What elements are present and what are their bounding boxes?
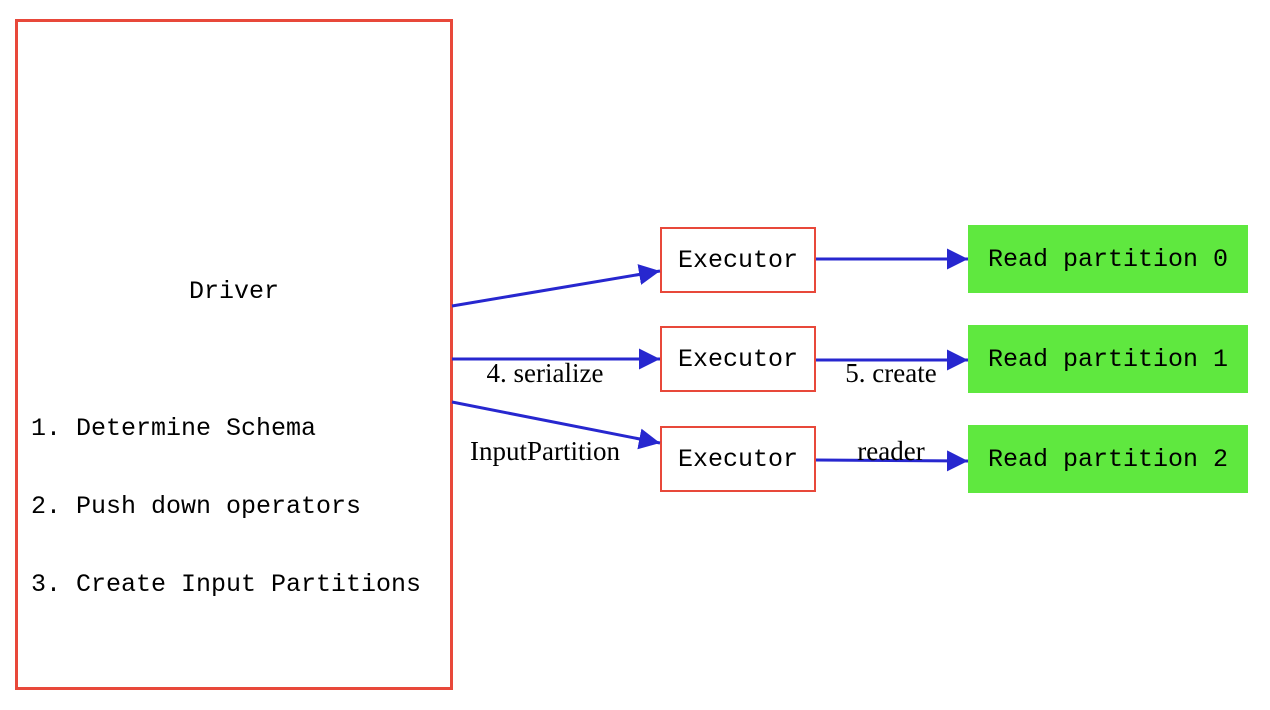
driver-title: Driver bbox=[188, 277, 279, 306]
executor-box-1: Executor bbox=[660, 326, 816, 392]
driver-step-2: 2. Push down operators bbox=[31, 492, 362, 521]
read-partition-box-1: Read partition 1 bbox=[968, 325, 1248, 393]
label-create-reader: 5. create reader bbox=[791, 308, 991, 516]
read-partition-box-0: Read partition 0 bbox=[968, 225, 1248, 293]
read-partition-label-0: Read partition 0 bbox=[987, 244, 1229, 274]
read-partition-label-2: Read partition 2 bbox=[987, 444, 1229, 474]
label-serialize-line1: 4. serialize bbox=[486, 358, 604, 388]
read-partition-box-2: Read partition 2 bbox=[968, 425, 1248, 493]
label-serialize-inputpartition: 4. serialize InputPartition bbox=[435, 308, 655, 516]
executor-label-2: Executor bbox=[677, 444, 799, 474]
executor-box-0: Executor bbox=[660, 227, 816, 293]
executor-label-0: Executor bbox=[677, 245, 799, 275]
driver-steps-list: 1. Determine Schema 2. Push down operato… bbox=[31, 364, 421, 650]
label-serialize-line2: InputPartition bbox=[470, 436, 620, 466]
label-reader-line2: reader bbox=[857, 436, 925, 466]
arrow-driver-to-executor-0 bbox=[451, 264, 661, 308]
executor-box-2: Executor bbox=[660, 426, 816, 492]
driver-step-3: 3. Create Input Partitions bbox=[31, 570, 422, 599]
executor-label-1: Executor bbox=[677, 344, 799, 374]
driver-box: Driver 1. Determine Schema 2. Push down … bbox=[15, 19, 453, 690]
read-partition-label-1: Read partition 1 bbox=[987, 344, 1229, 374]
driver-step-1: 1. Determine Schema bbox=[31, 414, 317, 443]
label-reader-line1: 5. create bbox=[845, 358, 937, 388]
